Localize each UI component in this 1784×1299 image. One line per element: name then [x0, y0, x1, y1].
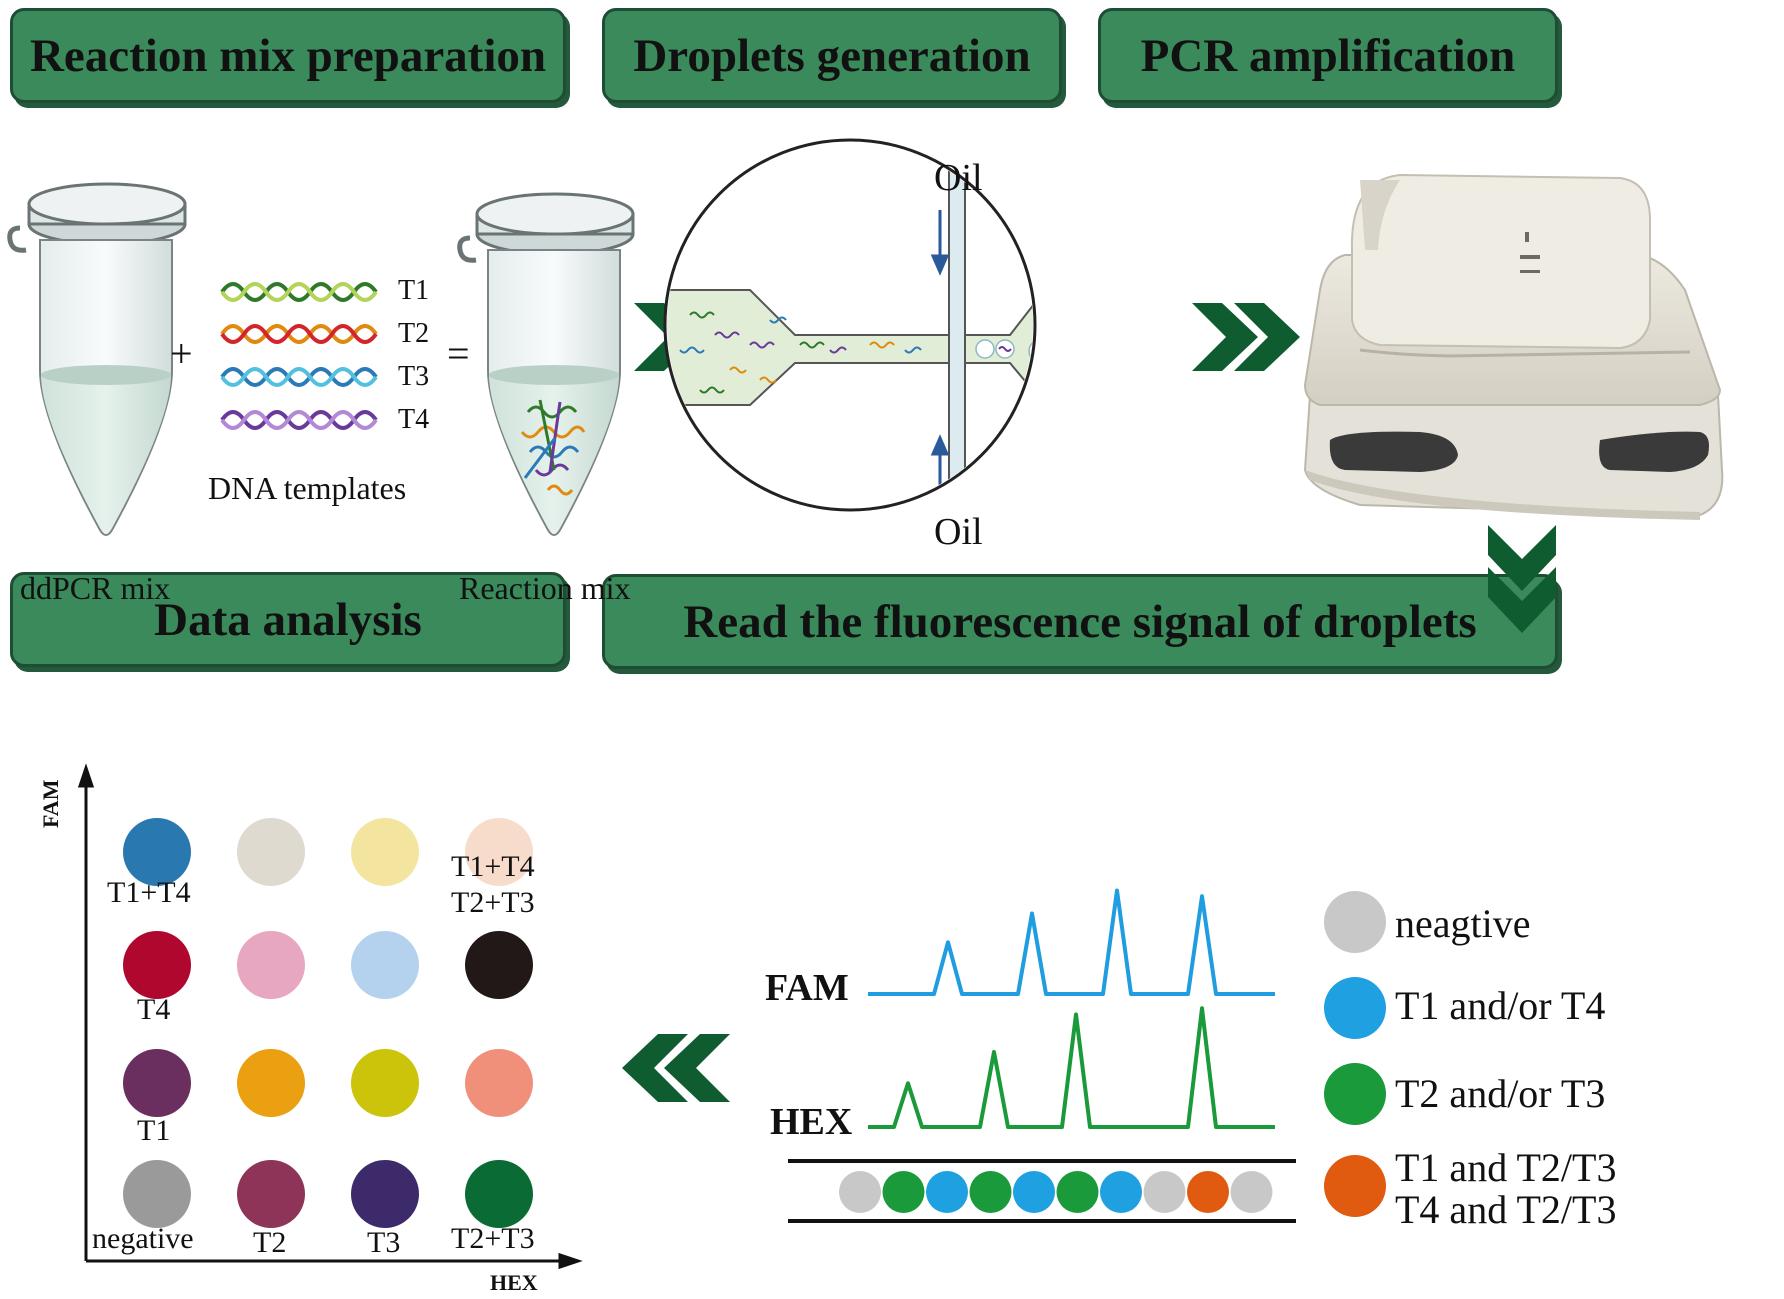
analysis-axes: [77, 763, 583, 1270]
grid-dot-r1-c3: [351, 818, 419, 886]
oil-top-label: Oil: [934, 157, 983, 199]
grid-dot-r3-c2: [237, 1049, 305, 1117]
dna-templates: [220, 282, 378, 430]
dna-templates-label: DNA templates: [208, 470, 407, 506]
step-reaction-mix-preparation: Reaction mix preparation: [10, 8, 566, 103]
microfluidic-chip: [663, 138, 1037, 512]
fam-axis-label: FAM: [38, 779, 63, 828]
template-t1-helix: [220, 282, 378, 302]
fluorescence-traces: [788, 888, 1296, 1223]
grid-dot-r2-c1: [123, 931, 191, 999]
ddpcr-mix-label: ddPCR mix: [20, 570, 171, 606]
grid-label-t2: T2: [253, 1226, 287, 1259]
analysis-grid: [123, 818, 533, 1228]
grid-dot-r3-c1: [123, 1049, 191, 1117]
template-t3-label: T3: [398, 361, 430, 392]
legend-swatch-1: [1324, 891, 1386, 953]
grid-dot-r4-c2: [237, 1160, 305, 1228]
template-t2-helix: [220, 324, 378, 344]
chevron-left-icon: [622, 1034, 730, 1102]
mixed-dna-strands: [520, 399, 586, 496]
hex-trace-label: HEX: [770, 1101, 853, 1143]
grid-dot-r4-c4: [465, 1160, 533, 1228]
plus-sign: +: [170, 331, 193, 376]
equals-sign: =: [447, 331, 470, 376]
legend-t1-t2t3: T1 and T2/T3: [1395, 1145, 1617, 1190]
grid-dot-r1-c1: [123, 818, 191, 886]
step-read-fluorescence: Read the fluorescence signal of droplets: [602, 574, 1558, 669]
grid-dot-r2-c2: [237, 931, 305, 999]
droplet-3: [926, 1171, 968, 1213]
legend-swatch-2: [1324, 977, 1386, 1039]
template-t4-label: T4: [398, 404, 430, 435]
grid-dot-r3-c3: [351, 1049, 419, 1117]
grid-label-t3: T3: [367, 1226, 401, 1259]
droplet-8: [1143, 1171, 1186, 1213]
template-t4-helix: [220, 410, 378, 430]
chevron-right-icon-2: [1192, 303, 1300, 371]
grid-dot-r4-c3: [351, 1160, 419, 1228]
hex-trace: [868, 1006, 1275, 1129]
template-t1-label: T1: [398, 275, 430, 306]
chevron-down-icon: [1488, 525, 1556, 633]
legend-swatches: [1324, 891, 1386, 1217]
droplet-6: [1056, 1171, 1099, 1213]
fam-trace-label: FAM: [765, 967, 849, 1009]
template-t3-helix: [220, 367, 378, 387]
grid-dot-r3-c4: [465, 1049, 533, 1117]
grid-dot-r2-c4: [465, 931, 533, 999]
legend-swatch-3: [1324, 1063, 1386, 1125]
legend-t4-t2t3: T4 and T2/T3: [1395, 1187, 1617, 1232]
grid-label-t2t3-b: T2+T3: [451, 1222, 535, 1255]
droplet-10: [1230, 1171, 1273, 1213]
droplet-5: [1013, 1171, 1055, 1213]
step-pcr-amplification: PCR amplification: [1098, 8, 1558, 103]
step-data-analysis: Data analysis: [10, 572, 566, 667]
pcr-machine: [1303, 173, 1724, 520]
legend-negative: neagtive: [1395, 901, 1531, 946]
droplet-2: [882, 1171, 925, 1213]
legend-t1-t4: T1 and/or T4: [1395, 983, 1606, 1028]
droplet-row: [839, 1171, 1273, 1213]
hex-axis-label: HEX: [490, 1270, 538, 1295]
droplet-9: [1187, 1171, 1229, 1213]
oil-bottom-label: Oil: [934, 511, 983, 553]
fam-trace: [868, 888, 1275, 996]
reaction-mix-label: Reaction mix: [459, 570, 631, 606]
grid-dot-r2-c3: [351, 931, 419, 999]
droplet-7: [1100, 1171, 1142, 1213]
grid-label-negative: negative: [92, 1222, 194, 1255]
ddpcr-mix-tube: [7, 182, 187, 536]
grid-dot-r1-c4: [465, 818, 533, 886]
grid-label-t2t3-a: T2+T3: [451, 886, 535, 919]
droplet-4: [969, 1171, 1012, 1213]
grid-dot-r4-c1: [123, 1160, 191, 1228]
reaction-mix-tube: [457, 192, 635, 536]
grid-label-t1t4-b: T1+T4: [451, 850, 535, 883]
template-t2-label: T2: [398, 318, 430, 349]
grid-dot-r1-c2: [237, 818, 305, 886]
droplet-1: [839, 1171, 881, 1213]
legend-t2-t3: T2 and/or T3: [1395, 1071, 1606, 1116]
grid-label-t1: T1: [137, 1114, 171, 1147]
grid-label-t4: T4: [137, 993, 171, 1026]
step-droplets-generation: Droplets generation: [602, 8, 1062, 103]
legend-swatch-4: [1324, 1155, 1386, 1217]
grid-label-t1t4-a: T1+T4: [107, 876, 191, 909]
